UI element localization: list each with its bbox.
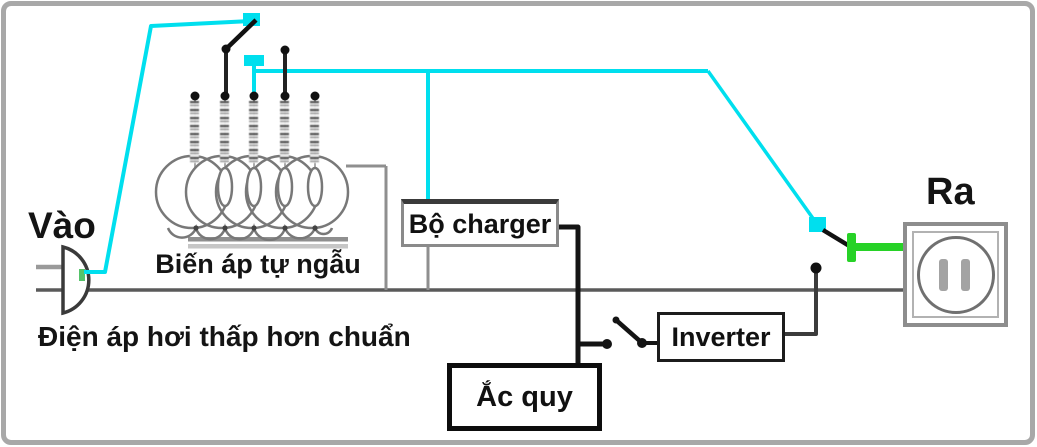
transfer-contact-marker	[847, 233, 856, 262]
inverter-switch-blade	[614, 318, 643, 344]
input-label: Vào	[28, 205, 96, 246]
inverter-switch-icon	[612, 316, 647, 348]
output-label: Ra	[926, 171, 975, 213]
selector-pivot-dot	[221, 44, 231, 54]
inverter-contact-dot	[810, 262, 822, 274]
winding-tap-dot	[310, 91, 320, 101]
power-plug-icon	[61, 244, 91, 316]
tap-voltage-mark	[220, 101, 229, 163]
battery-switch-contact-dot	[602, 339, 612, 349]
battery-label: Ắc quy	[476, 380, 573, 413]
tap-selector-blade	[224, 18, 258, 51]
output-transfer-switch-icon	[821, 228, 904, 262]
charger-label: Bộ charger	[408, 208, 552, 239]
inverter-output-wire	[782, 268, 818, 336]
charger-box: Bộ charger	[401, 199, 559, 247]
socket-slot	[960, 258, 970, 291]
transformer-core-bar	[188, 244, 348, 249]
tap-voltage-mark	[280, 101, 289, 163]
stabilized-diagonal-wire	[706, 69, 819, 226]
winding-tap-dot	[190, 91, 200, 101]
charger-battery-wire	[552, 224, 581, 366]
alt-contact-dot	[280, 45, 290, 55]
socket-slot	[938, 258, 948, 291]
selected-tap-contact	[244, 55, 264, 66]
note-label: Điện áp hơi thấp hơn chuẩn	[38, 321, 411, 352]
inverter-label: Inverter	[671, 321, 771, 352]
socket-face	[916, 235, 995, 314]
winding-tap-dot	[249, 91, 259, 101]
tap-voltage-mark	[190, 101, 199, 163]
tap-voltage-mark	[310, 101, 319, 163]
transfer-switch-blade	[821, 228, 853, 249]
tap-selector-switch-icon	[221, 18, 290, 96]
transfer-switch-input-node	[809, 217, 826, 232]
battery-box: Ắc quy	[447, 363, 602, 431]
power-socket-icon	[903, 222, 1008, 327]
transformer-label: Biến áp tự ngẫu	[155, 249, 361, 279]
input-live-wire	[84, 19, 252, 274]
winding-tap-dot	[280, 91, 290, 101]
tap-voltage-mark	[249, 101, 258, 163]
inverter-box: Inverter	[657, 312, 785, 362]
winding-tap-dot	[220, 91, 230, 101]
